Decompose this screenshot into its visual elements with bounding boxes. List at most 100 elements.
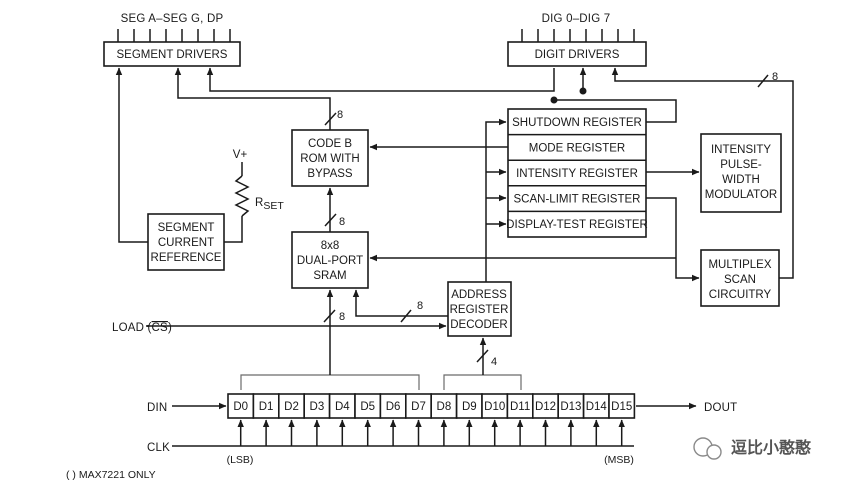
code-b-rom-line-3: BYPASS [307, 168, 352, 180]
shutdown-to-drivers-wire [554, 99, 677, 123]
shift-cell-label: D4 [335, 401, 350, 413]
multiplex-scan-block: MULTIPLEX SCAN CIRCUITRY [700, 249, 780, 307]
mux-line-2: SCAN [724, 274, 756, 286]
shift-decoder-width: 4 [491, 356, 497, 368]
shift-cell-label: D10 [484, 401, 505, 413]
din-pin-label: DIN [147, 402, 167, 414]
sram-rom-slash [324, 213, 337, 227]
scanlimit-to-mux-wire [646, 197, 700, 282]
shift-cell-label: D6 [386, 401, 401, 413]
rom-bus-slash [324, 112, 337, 126]
dout-pin-label: DOUT [704, 402, 737, 414]
shift-cell-label: D11 [510, 401, 530, 413]
sram-line-2: DUAL-PORT [297, 255, 363, 267]
intensity-pwm-block: INTENSITY PULSE- WIDTH MODULATOR [700, 133, 782, 213]
watermark-text: 逗比小憨憨 [731, 438, 812, 457]
code-b-rom-line-2: ROM WITH [300, 153, 359, 165]
shift-cell-label: D9 [462, 401, 477, 413]
shift-cell [303, 393, 331, 419]
digit-drivers-block: DIGIT DRIVERS [507, 41, 647, 67]
digit-bus-slash [757, 74, 769, 88]
shift-cell [531, 393, 559, 419]
d8-d11-bus-bracket [443, 374, 522, 390]
rset-resistor [224, 162, 250, 243]
shift-cell-label: D1 [259, 401, 274, 413]
mux-line-1: MULTIPLEX [708, 259, 771, 271]
pwm-line-4: MODULATOR [705, 189, 777, 201]
shift-cell-label: D5 [360, 401, 375, 413]
dig-pins-label: DIG 0–DIG 7 [542, 13, 611, 25]
footnote: ( ) MAX7221 ONLY [66, 469, 156, 481]
digit-bus-width: 8 [772, 71, 778, 83]
control-register-stack: SHUTDOWN REGISTER MODE REGISTER INTENSIT… [506, 108, 648, 238]
sram-block: 8x8 DUAL-PORT SRAM [291, 231, 369, 289]
shift-cell [328, 393, 356, 419]
watermark: 逗比小憨憨 [693, 437, 812, 460]
rom-to-segment-drivers-wire [174, 67, 331, 130]
shift-cell [506, 393, 534, 419]
code-b-rom-block: CODE B ROM WITH BYPASS [291, 129, 369, 187]
sram-line-3: SRAM [313, 270, 346, 282]
decoder-line-1: ADDRESS [451, 289, 507, 301]
scr-line-1: SEGMENT [158, 222, 215, 234]
decoder-to-shutdown-wire [485, 118, 507, 282]
address-decoder-block: ADDRESS REGISTER DECODER [447, 281, 512, 337]
pwm-line-3: WIDTH [722, 174, 760, 186]
scr-line-2: CURRENT [158, 237, 214, 249]
shift-cell-label: D15 [611, 401, 632, 413]
shift-cell-label: D12 [535, 401, 556, 413]
digit-driver-pins [521, 29, 635, 42]
mux-line-3: CIRCUITRY [709, 289, 772, 301]
shift-cell [379, 393, 407, 419]
mode-register: MODE REGISTER [529, 143, 625, 155]
scr-line-3: REFERENCE [151, 252, 222, 264]
shutdown-register: SHUTDOWN REGISTER [512, 117, 642, 129]
shift-cell-label: D14 [586, 401, 608, 413]
code-b-rom-line-1: CODE B [308, 138, 352, 150]
shift-cell-label: D7 [411, 401, 426, 413]
pwm-line-1: INTENSITY [711, 144, 771, 156]
seg-pins-label: SEG A–SEG G, DP [121, 13, 224, 25]
decoder-line-2: REGISTER [450, 304, 509, 316]
shift-cell-label: D13 [560, 401, 581, 413]
lsb-label: (LSB) [227, 454, 254, 466]
vplus-label: V+ [233, 149, 248, 161]
shift-cell [277, 393, 305, 419]
intensity-register: INTENSITY REGISTER [516, 168, 638, 180]
rom-bus-width: 8 [337, 109, 343, 121]
display-test-register: DISPLAY-TEST REGISTER [506, 219, 648, 231]
scan-limit-register: SCAN-LIMIT REGISTER [514, 194, 641, 206]
mux-to-digit-drivers-wire [611, 67, 794, 279]
shift-sram-width: 8 [339, 311, 345, 323]
clk-pin-label: CLK [147, 442, 170, 454]
d0-d7-bus-bracket [240, 374, 420, 390]
digit-drivers-label: DIGIT DRIVERS [535, 49, 620, 61]
scr-to-segment-drivers-wire [115, 67, 148, 243]
segment-drivers-label: SEGMENT DRIVERS [117, 49, 228, 61]
decoder-sram-width: 8 [417, 300, 423, 312]
clock-arrows [237, 419, 625, 446]
shift-cell [557, 393, 585, 419]
sram-line-1: 8x8 [321, 240, 340, 252]
msb-label: (MSB) [604, 454, 634, 466]
segment-driver-pins [117, 29, 231, 42]
shift-cell [227, 393, 255, 419]
shift-cell-label: D2 [284, 401, 299, 413]
shift-cell [404, 393, 432, 419]
sram-rom-width: 8 [339, 216, 345, 228]
shift-cell [608, 393, 636, 419]
shift-cell-label: D0 [233, 401, 248, 413]
segment-current-reference-block: SEGMENT CURRENT REFERENCE [147, 213, 225, 271]
shift-cell [481, 393, 509, 419]
load-pin-label: LOAD (CS) [112, 322, 172, 334]
shift-decoder-slash [476, 349, 489, 363]
rset-label: RSET [255, 197, 284, 212]
shift-sram-slash [323, 309, 336, 323]
shift-cell-label: D8 [437, 401, 452, 413]
digit-to-segment-drivers-wire [206, 67, 555, 92]
decoder-line-3: DECODER [450, 319, 508, 331]
shift-cell-label: D3 [310, 401, 325, 413]
pwm-line-2: PULSE- [720, 159, 762, 171]
segment-drivers-block: SEGMENT DRIVERS [103, 41, 241, 67]
